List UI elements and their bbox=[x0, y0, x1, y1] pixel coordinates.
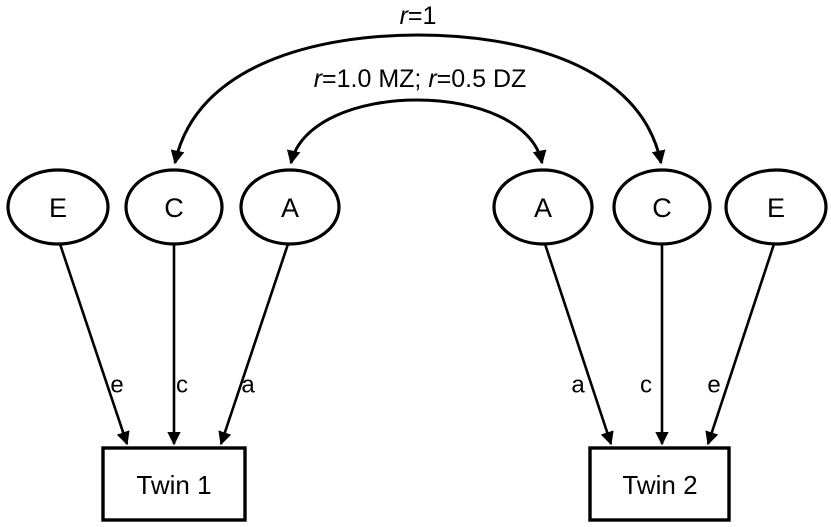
correlation-arc-c1-c2 bbox=[170, 33, 666, 165]
path-label-a1: a bbox=[241, 372, 255, 399]
correlation-label-a: r=1.0 MZ; r=0.5 DZ bbox=[314, 65, 527, 93]
path-arrow-a2-twin2 bbox=[543, 243, 614, 446]
correlation-labels-group: r=1 r=1.0 MZ; r=0.5 DZ bbox=[314, 2, 527, 93]
ellipse-shape bbox=[124, 168, 224, 246]
latent-node-c1[interactable]: C bbox=[124, 168, 224, 246]
path-arrows-group bbox=[58, 243, 776, 446]
latent-node-c2[interactable]: C bbox=[612, 168, 712, 246]
path-coefficient-labels-group: e c a a c e bbox=[110, 372, 720, 399]
rect-shape bbox=[101, 446, 247, 522]
observed-node-label: Twin 1 bbox=[136, 470, 211, 500]
path-label-c1: c bbox=[176, 372, 188, 399]
correlation-arcs-group bbox=[170, 33, 666, 165]
path-label-e2: e bbox=[707, 372, 720, 399]
path-label-a2: a bbox=[571, 372, 585, 399]
corr-c-symbol: r bbox=[400, 2, 410, 30]
corr-c-value: =1 bbox=[408, 2, 437, 30]
latent-node-a2[interactable]: A bbox=[492, 168, 594, 246]
corr-a-symbol-dz: r bbox=[428, 65, 438, 93]
path-arrow-a1-twin1 bbox=[218, 243, 290, 446]
observed-node-twin1[interactable]: Twin 1 bbox=[101, 446, 247, 522]
observed-node-label: Twin 2 bbox=[622, 470, 697, 500]
latent-node-label: C bbox=[652, 193, 672, 223]
observed-nodes-group: Twin 1 Twin 2 bbox=[101, 446, 731, 522]
observed-node-twin2[interactable]: Twin 2 bbox=[588, 446, 731, 522]
latent-node-label: E bbox=[49, 193, 67, 223]
path-arrow-e1-twin1 bbox=[58, 243, 130, 446]
correlation-arc-a1-a2 bbox=[286, 98, 547, 165]
latent-node-a1[interactable]: A bbox=[239, 168, 341, 246]
latent-node-label: E bbox=[767, 193, 785, 223]
path-label-c2: c bbox=[640, 372, 652, 399]
ellipse-shape bbox=[6, 168, 110, 246]
latent-node-e2[interactable]: E bbox=[724, 168, 828, 246]
latent-node-label: A bbox=[281, 193, 299, 223]
latent-nodes-group: E C A A C E bbox=[6, 168, 828, 246]
ellipse-shape bbox=[724, 168, 828, 246]
ellipse-shape bbox=[612, 168, 712, 246]
corr-a-symbol-mz: r bbox=[314, 65, 324, 93]
latent-node-label: A bbox=[534, 193, 552, 223]
rect-shape bbox=[588, 446, 731, 522]
path-label-e1: e bbox=[110, 372, 123, 399]
corr-a-value-mz: =1.0 MZ; bbox=[322, 65, 428, 93]
corr-a-value-dz: =0.5 DZ bbox=[437, 65, 527, 93]
ellipse-shape bbox=[239, 168, 341, 246]
path-arrow-e2-twin2 bbox=[705, 243, 776, 446]
latent-node-e1[interactable]: E bbox=[6, 168, 110, 246]
ellipse-shape bbox=[492, 168, 594, 246]
latent-node-label: C bbox=[164, 193, 184, 223]
correlation-label-c: r=1 bbox=[400, 2, 437, 30]
